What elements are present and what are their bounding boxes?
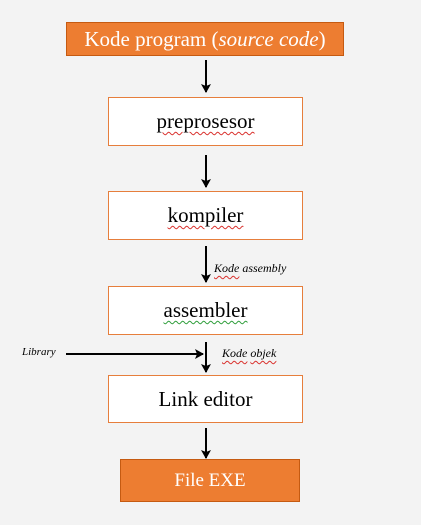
edge-label-kode-objek: Kode objek (222, 346, 276, 361)
node-source-code-label: Kode program (source code) (84, 27, 325, 52)
edge-label-library: Library (22, 346, 56, 358)
kode-objek-word2: objek (250, 346, 277, 360)
node-preprosesor: preprosesor (108, 97, 303, 146)
source-text-main: Kode program ( (84, 26, 219, 51)
node-assembler-label: assembler (163, 298, 248, 322)
node-link-editor-label: Link editor (158, 386, 253, 411)
node-preprosesor-label: preprosesor (156, 109, 255, 133)
kode-objek-word1: Kode (222, 346, 248, 360)
kode-assembly-word1: Kode (214, 261, 240, 275)
kode-assembly-word2: assembly (242, 261, 287, 275)
node-assembler: assembler (108, 286, 303, 335)
node-kompiler: kompiler (108, 191, 303, 240)
node-link-editor: Link editor (108, 375, 303, 423)
library-label: Library (22, 346, 56, 358)
edge-label-kode-assembly: Kode assembly (214, 261, 286, 276)
source-text-italic: source code (218, 26, 319, 51)
node-file-exe-label: File EXE (174, 469, 246, 491)
source-text-close: ) (318, 26, 326, 51)
node-source-code: Kode program (source code) (66, 22, 344, 56)
node-file-exe: File EXE (120, 459, 300, 502)
node-kompiler-label: kompiler (167, 203, 244, 227)
